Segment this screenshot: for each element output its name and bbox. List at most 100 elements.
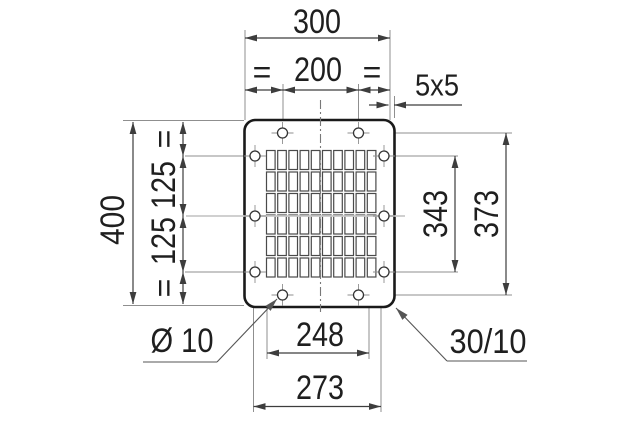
ventilation-slot xyxy=(333,171,343,192)
ventilation-slot xyxy=(299,257,310,278)
ventilation-slot xyxy=(288,214,299,235)
ventilation-slot xyxy=(333,149,343,171)
dim-343-arrow xyxy=(451,260,459,272)
ventilation-slot xyxy=(321,171,332,192)
ventilation-slot xyxy=(277,235,287,257)
equal-sign-top-left: = xyxy=(253,54,272,90)
ventilation-slot xyxy=(355,192,366,214)
ventilation-slot xyxy=(344,149,355,171)
ventilation-slot xyxy=(333,214,343,235)
dim-eq-left-bottom-arrow xyxy=(179,292,187,304)
dim-125-upper-arrow xyxy=(179,204,187,216)
dim-5x5-arrow xyxy=(394,101,406,109)
mounting-hole xyxy=(378,266,390,278)
ventilation-slot xyxy=(321,149,332,171)
ventilation-slot xyxy=(355,214,366,235)
dim-eq-top-left-arrow xyxy=(271,86,283,94)
mounting-hole xyxy=(249,150,261,162)
dim-400-arrow xyxy=(129,292,137,304)
dim-label-200: 200 xyxy=(294,51,342,89)
ventilation-slot xyxy=(321,192,332,214)
dim-125-upper-arrow xyxy=(179,156,187,168)
ventilation-slot xyxy=(310,235,321,257)
ventilation-slot xyxy=(265,257,276,278)
mounting-hole xyxy=(378,150,390,162)
leader-edge-spec-arrow xyxy=(396,308,408,320)
ventilation-slot xyxy=(299,149,310,171)
ventilation-slot xyxy=(288,257,299,278)
ventilation-slot xyxy=(321,214,332,235)
dim-248-arrow xyxy=(357,349,369,357)
leader-hole-diameter-arrow xyxy=(265,299,277,311)
mounting-hole xyxy=(276,289,289,301)
mounting-hole xyxy=(276,127,289,139)
ventilation-slot xyxy=(355,257,366,278)
ventilation-slot xyxy=(310,214,321,235)
equal-sign-left-top: = xyxy=(146,130,182,149)
dim-label-400: 400 xyxy=(94,195,132,245)
ventilation-slot xyxy=(366,171,377,192)
ventilation-slot xyxy=(288,235,299,257)
ventilation-slot xyxy=(299,235,310,257)
ventilation-slot xyxy=(355,235,366,257)
equal-sign-top-right: = xyxy=(363,54,382,90)
ventilation-slot xyxy=(265,171,276,192)
ventilation-slot xyxy=(366,192,377,214)
dim-eq-top-right-arrow xyxy=(358,86,371,94)
dim-label-edge-spec: 30/10 xyxy=(450,323,527,361)
dim-5x5-arrow xyxy=(376,101,389,109)
ventilation-slot xyxy=(333,192,343,214)
dim-eq-left-top-arrow xyxy=(179,144,187,156)
dim-273-arrow xyxy=(369,403,381,410)
ventilation-slot xyxy=(299,214,310,235)
dim-125-lower-arrow xyxy=(179,260,187,272)
mounting-hole xyxy=(249,210,261,222)
ventilation-slot xyxy=(344,257,355,278)
ventilation-slot xyxy=(310,171,321,192)
dim-eq-top-left-arrow xyxy=(245,86,257,94)
dim-200-arrow xyxy=(283,86,295,94)
ventilation-slot xyxy=(277,214,287,235)
ventilation-slot xyxy=(265,214,276,235)
ventilation-slot xyxy=(288,192,299,214)
ventilation-slot xyxy=(277,192,287,214)
ventilation-slot xyxy=(366,257,377,278)
dim-label-343: 343 xyxy=(417,190,455,238)
dim-200-arrow xyxy=(346,86,359,94)
ventilation-slot xyxy=(265,192,276,214)
dim-label-5x5: 5x5 xyxy=(415,68,459,103)
ventilation-slot xyxy=(265,235,276,257)
ventilation-slot xyxy=(265,149,276,171)
leader-hole-diameter xyxy=(216,298,278,363)
ventilation-slot xyxy=(344,214,355,235)
dim-343-arrow xyxy=(451,156,459,168)
dim-eq-left-top-arrow xyxy=(179,122,187,134)
dim-label-373: 373 xyxy=(468,190,506,238)
dim-label-273: 273 xyxy=(296,369,344,407)
dim-eq-top-right-arrow xyxy=(378,86,390,94)
dim-eq-left-bottom-arrow xyxy=(179,272,187,284)
dim-300-arrow xyxy=(378,34,390,42)
ventilation-slot xyxy=(321,257,332,278)
ventilation-slot xyxy=(366,235,377,257)
dim-125-lower-arrow xyxy=(179,216,187,228)
ventilation-slot xyxy=(299,192,310,214)
ventilation-slot xyxy=(277,257,287,278)
mounting-hole xyxy=(378,210,390,222)
dim-373-arrow xyxy=(502,283,510,295)
ventilation-slot xyxy=(310,192,321,214)
dim-label-300: 300 xyxy=(293,3,341,41)
ventilation-slot xyxy=(333,257,343,278)
ventilation-slot xyxy=(277,149,287,171)
ventilation-slot xyxy=(288,149,299,171)
dim-373-arrow xyxy=(502,133,510,145)
dim-label-248: 248 xyxy=(296,316,344,354)
ventilation-slot xyxy=(299,171,310,192)
equal-sign-left-bottom: = xyxy=(146,279,182,298)
dim-273-arrow xyxy=(253,403,266,410)
dim-label-125-125: 125 125 xyxy=(145,161,183,265)
ventilation-slot xyxy=(344,192,355,214)
ventilation-slot xyxy=(333,235,343,257)
